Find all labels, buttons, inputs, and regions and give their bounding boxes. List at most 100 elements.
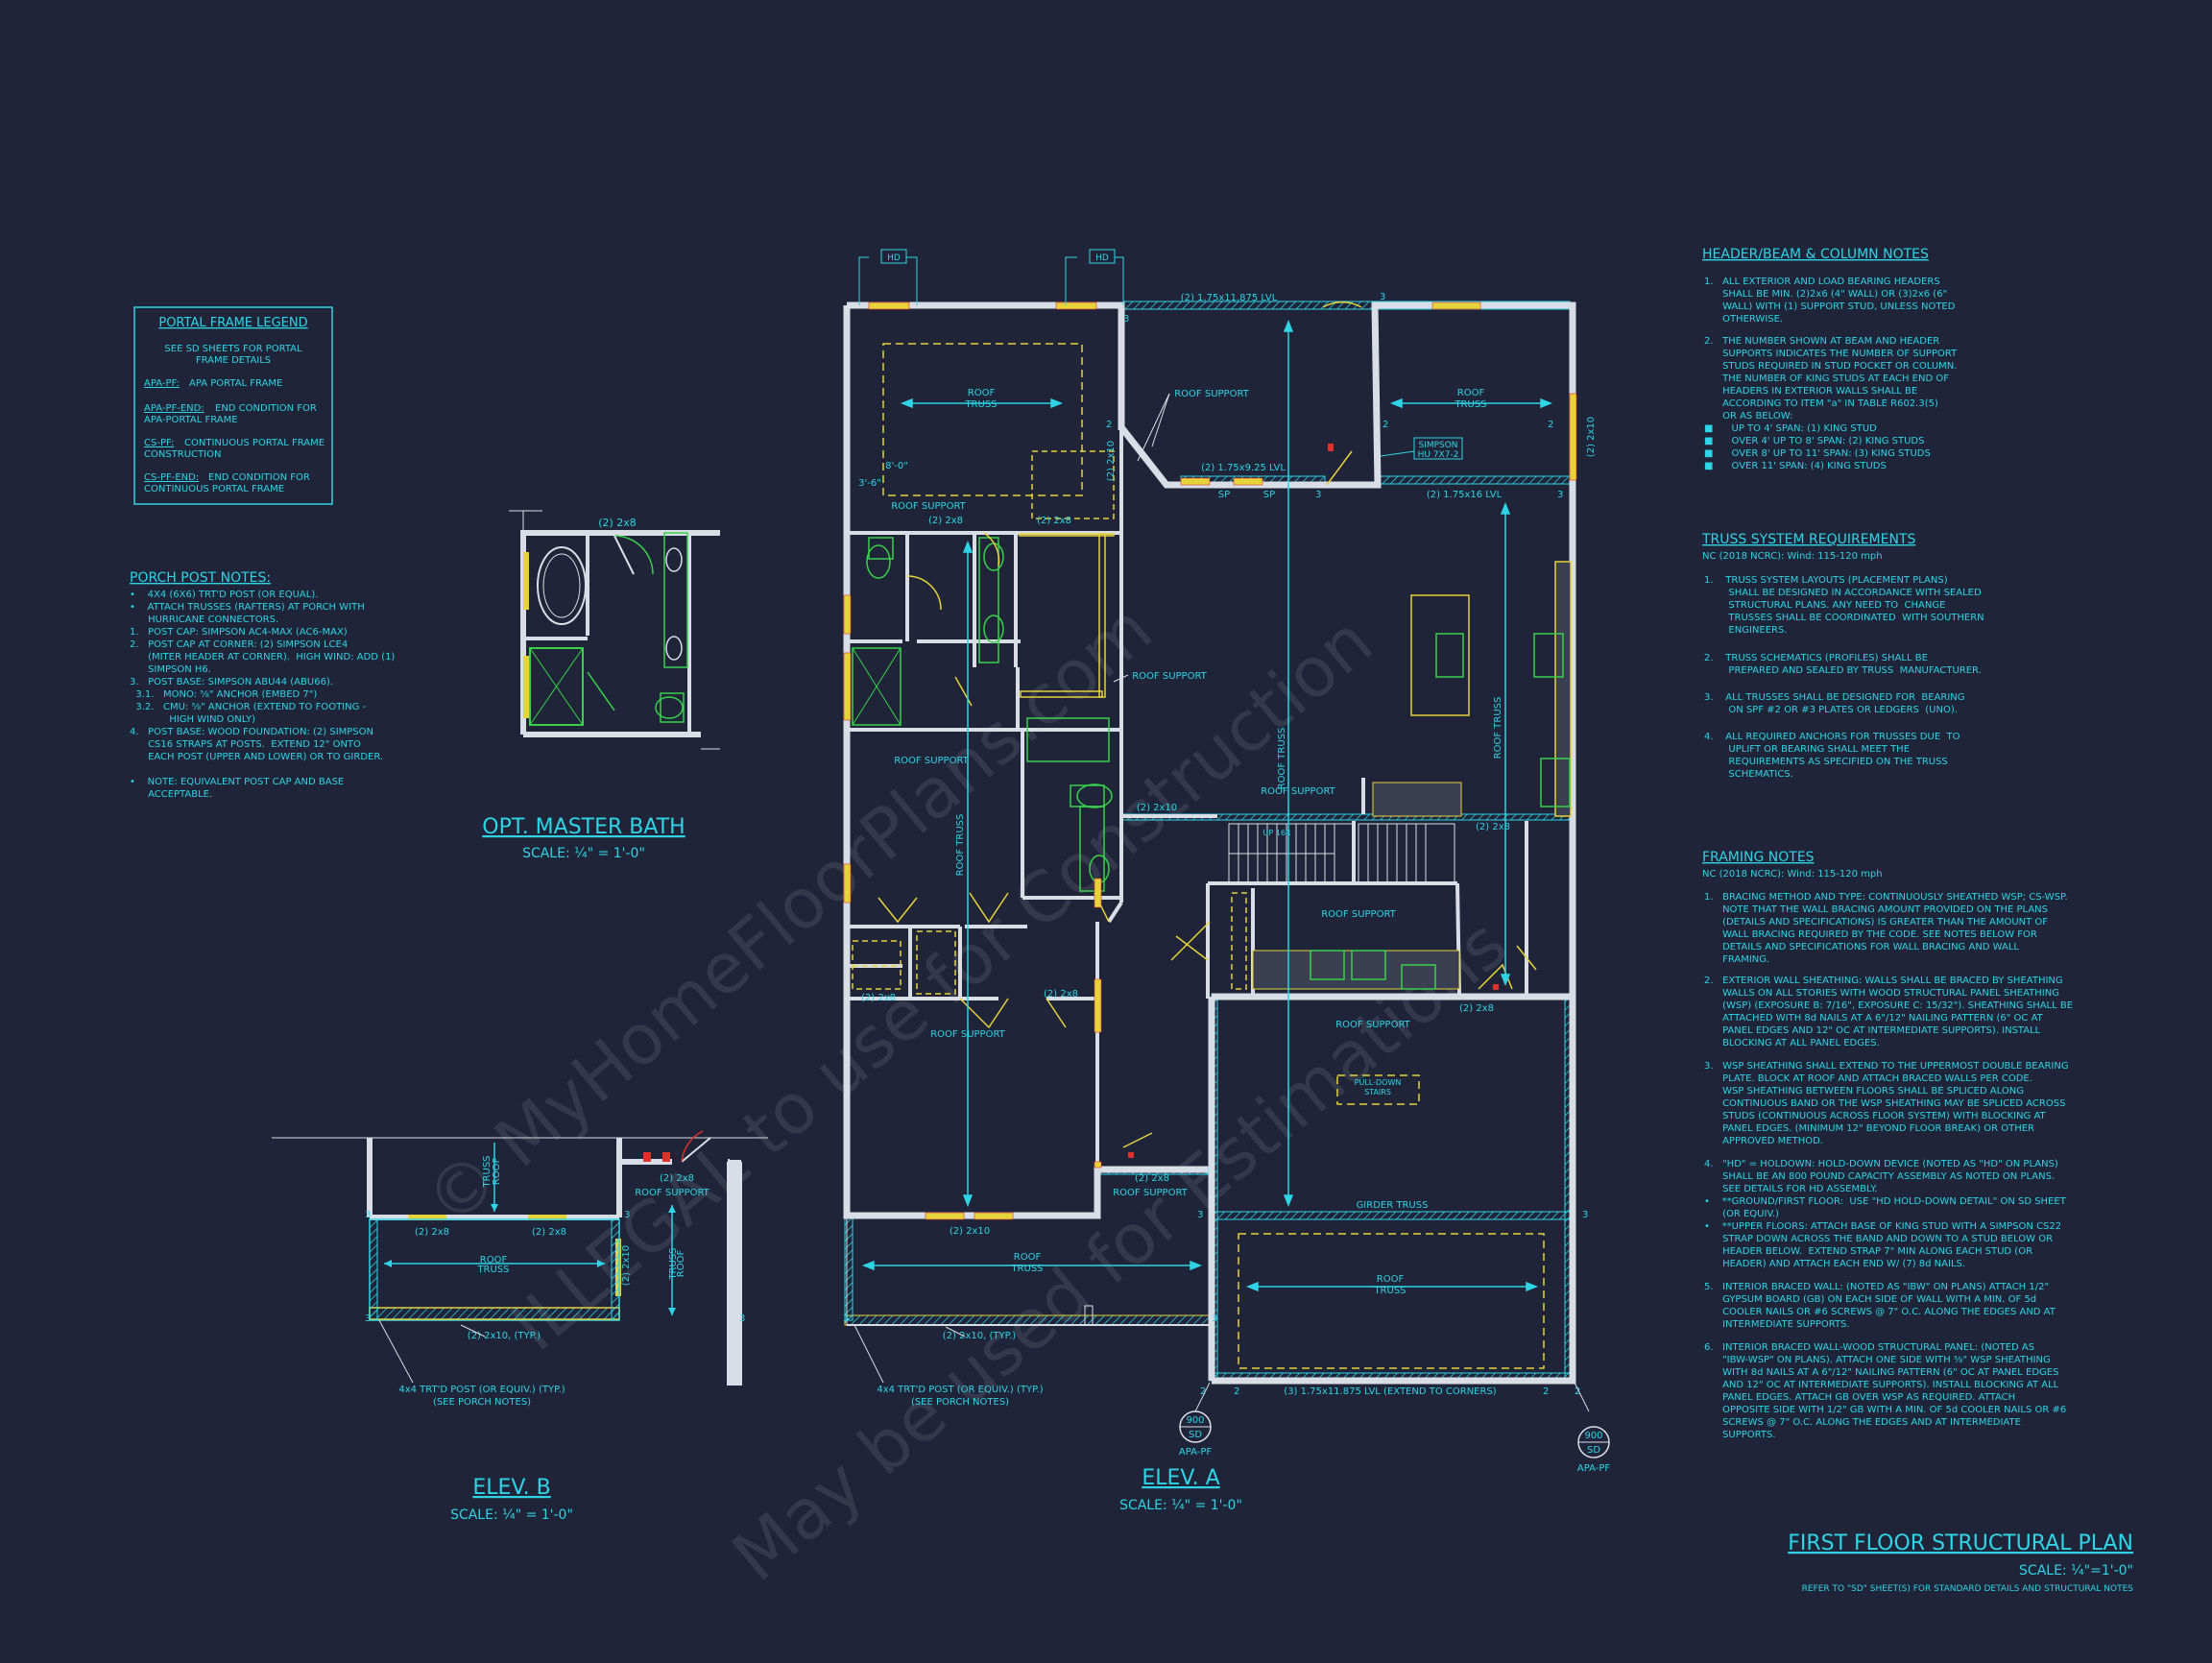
porch-post-note-2: (SEE PORCH NOTES) [911,1397,1009,1408]
framing-note-line: WALLS ON ALL STORIES WITH WOOD STRUCTURA… [1704,988,2059,999]
header-notes-title: HEADER/BEAM & COLUMN NOTES [1702,247,1929,262]
elev-b-vert-roof-2: ROOF [676,1250,686,1278]
legend-apa-pf-end-text-2: APA-PORTAL FRAME [144,415,238,425]
header-2x10-4: (2) 2x10 [1586,417,1597,457]
watermark-line-3: May be used for Estimations [717,904,1522,1597]
legend-cs-pf-end-key: CS-PF-END: [144,472,199,483]
plan-title-block: FIRST FLOOR STRUCTURAL PLAN SCALE: ¼"=1'… [1788,1531,2133,1594]
plan-reference-note: REFER TO "SD" SHEET(S) FOR STANDARD DETA… [1802,1584,2134,1594]
header-note-line: SUPPORTS INDICATES THE NUMBER OF SUPPORT [1704,349,1958,359]
header-note-line: OTHERWISE. [1704,314,1783,325]
porch-note-line: EACH POST (UPPER AND LOWER) OR TO GIRDER… [130,752,383,762]
legend-intro-1: SEE SD SHEETS FOR PORTAL [164,344,302,354]
roof-support-label-9: ROOF SUPPORT [1113,1188,1188,1198]
legend-cs-pf-end-text-1: END CONDITION FOR [208,472,310,483]
truss-note-line: ENGINEERS. [1704,625,1788,636]
truss-note-line: SHALL BE DESIGNED IN ACCORDANCE WITH SEA… [1704,588,1982,598]
bubble-top: 900 [1186,1415,1204,1426]
portal-frame-legend: PORTAL FRAME LEGEND SEE SD SHEETS FOR PO… [133,306,333,505]
section-bubble-right: 900 SD APA-PF [1577,1426,1610,1474]
framing-note-line: DETAILS AND SPECIFICATIONS FOR WALL BRAC… [1704,942,2019,952]
framing-note-line: COOLER NAILS OR #6 SCREWS @ 7" O.C. ALON… [1704,1307,2056,1317]
framing-note-line: NOTE THAT THE WALL BRACING AMOUNT PROVID… [1704,904,2048,915]
header-2x10-3: (2) 2x10 [1106,441,1117,481]
dim-3-6: 3'-6" [858,478,881,489]
truss-note-line: REQUIREMENTS AS SPECIFIED ON THE TRUSS [1704,757,1948,767]
elev-b-header-1: (2) 2x8 [415,1227,449,1238]
framing-note-line: 6. INTERIOR BRACED WALL-WOOD STRUCTURAL … [1704,1342,2034,1353]
porch-notes-title: PORCH POST NOTES: [130,570,271,586]
framing-note-line: SUPPORTS. [1704,1430,1776,1440]
porch-beam-label: (2) 2x10, (TYP.) [943,1331,1016,1341]
framing-notes-subtitle: NC (2018 NCRC): Wind: 115-120 mph [1702,869,1883,880]
roof-label-3: ROOF [1014,1252,1042,1263]
elev-b-post-note-2: (SEE PORCH NOTES) [433,1397,531,1408]
framing-note-line: HEADER BELOW. EXTEND STRAP 7" MIN ALONG … [1704,1246,2032,1257]
framing-notes-title: FRAMING NOTES [1702,850,1815,865]
framing-note-line: STUDS (CONTINUOUS ACROSS FLOOR SYSTEM) W… [1704,1111,2047,1121]
framing-note-line: • **GROUND/FIRST FLOOR: USE "HD HOLD-DOW… [1704,1196,2067,1207]
porch-note-line: 3.2. CMU: ⅝" ANCHOR (EXTEND TO FOOTING - [130,702,367,712]
framing-note-line: 1. BRACING METHOD AND TYPE: CONTINUOUSLY… [1704,892,2068,903]
header-2x10-1: (2) 2x10 [950,1226,990,1237]
truss-notes-subtitle: NC (2018 NCRC): Wind: 115-120 mph [1702,551,1883,562]
framing-note-line: PANEL EDGES. (MINIMUM 12" BEYOND FLOOR B… [1704,1123,2034,1134]
header-note-line: WALL) WITH (1) SUPPORT STUD, UNLESS NOTE… [1704,301,1956,312]
framing-note-line: (WSP) (EXPOSURE B: 7/16", EXPOSURE C: 15… [1704,1000,2073,1011]
hd-tag-2: HD [1095,253,1109,263]
elev-a-scale: SCALE: ¼" = 1'-0" [1119,1498,1242,1513]
header-note-line: HEADERS IN EXTERIOR WALLS SHALL BE [1704,386,1917,397]
truss-label-3: TRUSS [1010,1264,1043,1274]
framing-note-line: HEADER) AND ATTACH EACH END W/ (7) 8d NA… [1704,1259,1965,1269]
opt-master-bath-plan: (2) 2x8 OPT. MASTER BATH SCALE: ¼" = 1'-… [482,510,720,861]
truss-notes-title: TRUSS SYSTEM REQUIREMENTS [1701,532,1915,547]
lvl-bottom-label: (3) 1.75x11.875 LVL (EXTEND TO CORNERS) [1284,1386,1496,1397]
num-3: 3 [843,1314,849,1324]
header-note-line: ■ UP TO 4' SPAN: (1) KING STUD [1704,423,1877,434]
roof-support-label-2: ROOF SUPPORT [891,501,966,512]
framing-note-line: 2. EXTERIOR WALL SHEATHING: WALLS SHALL … [1704,976,2063,986]
truss-note-line: STRUCTURAL PLANS. ANY NEED TO CHANGE [1704,600,1945,611]
porch-note-line: 2. POST CAP AT CORNER: (2) SIMPSON LCE4 [130,639,348,650]
elev-b-roof-label: ROOF [480,1255,508,1265]
sp-label-2: SP [1263,490,1275,500]
porch-note-line: HURRICANE CONNECTORS. [130,615,278,625]
elev-b-num: 3 [739,1314,745,1324]
header-note-line: THE NUMBER OF KING STUDS AT EACH END OF [1704,374,1949,384]
simpson-tag-2: HU 7X7-2 [1418,450,1459,460]
porch-note-line: (MITER HEADER AT CORNER). HIGH WIND: ADD… [130,652,395,663]
header-note-line: ■ OVER 11' SPAN: (4) KING STUDS [1704,461,1887,471]
porch-note-line: • 4X4 (6X6) TRT'D POST (OR EQUAL). [130,590,318,600]
elev-b-header-3: (2) 2x8 [660,1173,694,1184]
apa-pf-label: APA-PF [1179,1447,1212,1458]
framing-notes: FRAMING NOTES NC (2018 NCRC): Wind: 115-… [1702,850,2073,1440]
elev-b-truss-label: TRUSS [476,1265,509,1275]
elev-b-num: 3 [624,1210,630,1220]
truss-note-line: 4. ALL REQUIRED ANCHORS FOR TRUSSES DUE … [1704,732,1960,742]
framing-note-line: STRAP DOWN ACROSS THE BAND AND DOWN TO A… [1704,1234,2053,1244]
porch-note-line: 4. POST BASE: WOOD FOUNDATION: (2) SIMPS… [130,727,373,737]
header-2x8-5: (2) 2x8 [1135,1173,1169,1184]
legend-apa-pf-end-text-1: END CONDITION FOR [215,403,317,414]
bubble-top: 900 [1584,1431,1602,1441]
legend-intro-2: FRAME DETAILS [196,355,271,366]
truss-note-line: SCHEMATICS. [1704,769,1793,780]
roof-truss-vert-1: ROOF TRUSS [955,814,966,877]
header-2x8-4: (2) 2x8 [1044,989,1078,1000]
elev-b-vert-truss: TRUSS [482,1155,493,1188]
framing-note-line: PANEL EDGES. ATTACH GB OVER WSP AS REQUI… [1704,1392,2015,1403]
framing-note-line: INTERMEDIATE SUPPORTS. [1704,1319,1850,1330]
framing-note-line: AND 12" OC AT INTERMEDIATE SUPPORTS). IN… [1704,1380,2059,1390]
roof-support-label-5: ROOF SUPPORT [1261,786,1335,797]
pulldown-label-1: PULL-DOWN [1355,1078,1402,1087]
header-note-line: 2. THE NUMBER SHOWN AT BEAM AND HEADER [1704,336,1939,347]
header-note-line: ACCORDING TO ITEM "a" IN TABLE R602.3(5) [1704,398,1938,409]
porch-note-line: ACCEPTABLE. [130,789,212,800]
framing-note-line: "IBW-WSP" ON PLANS). ATTACH ONE SIDE WIT… [1704,1355,2051,1365]
elev-b-post-note-1: 4x4 TRT'D POST (OR EQUIV.) (TYP.) [398,1385,565,1395]
framing-note-line: WSP SHEATHING BETWEEN FLOORS SHALL BE SP… [1704,1086,2024,1097]
roof-label-4: ROOF [1377,1274,1405,1285]
framing-note-line: WITH 8d NAILS AT A 6"/12" NAILING PATTER… [1704,1367,2058,1378]
framing-note-line: PLATE. BLOCK AT ROOF AND ATTACH BRACED W… [1704,1073,2032,1084]
